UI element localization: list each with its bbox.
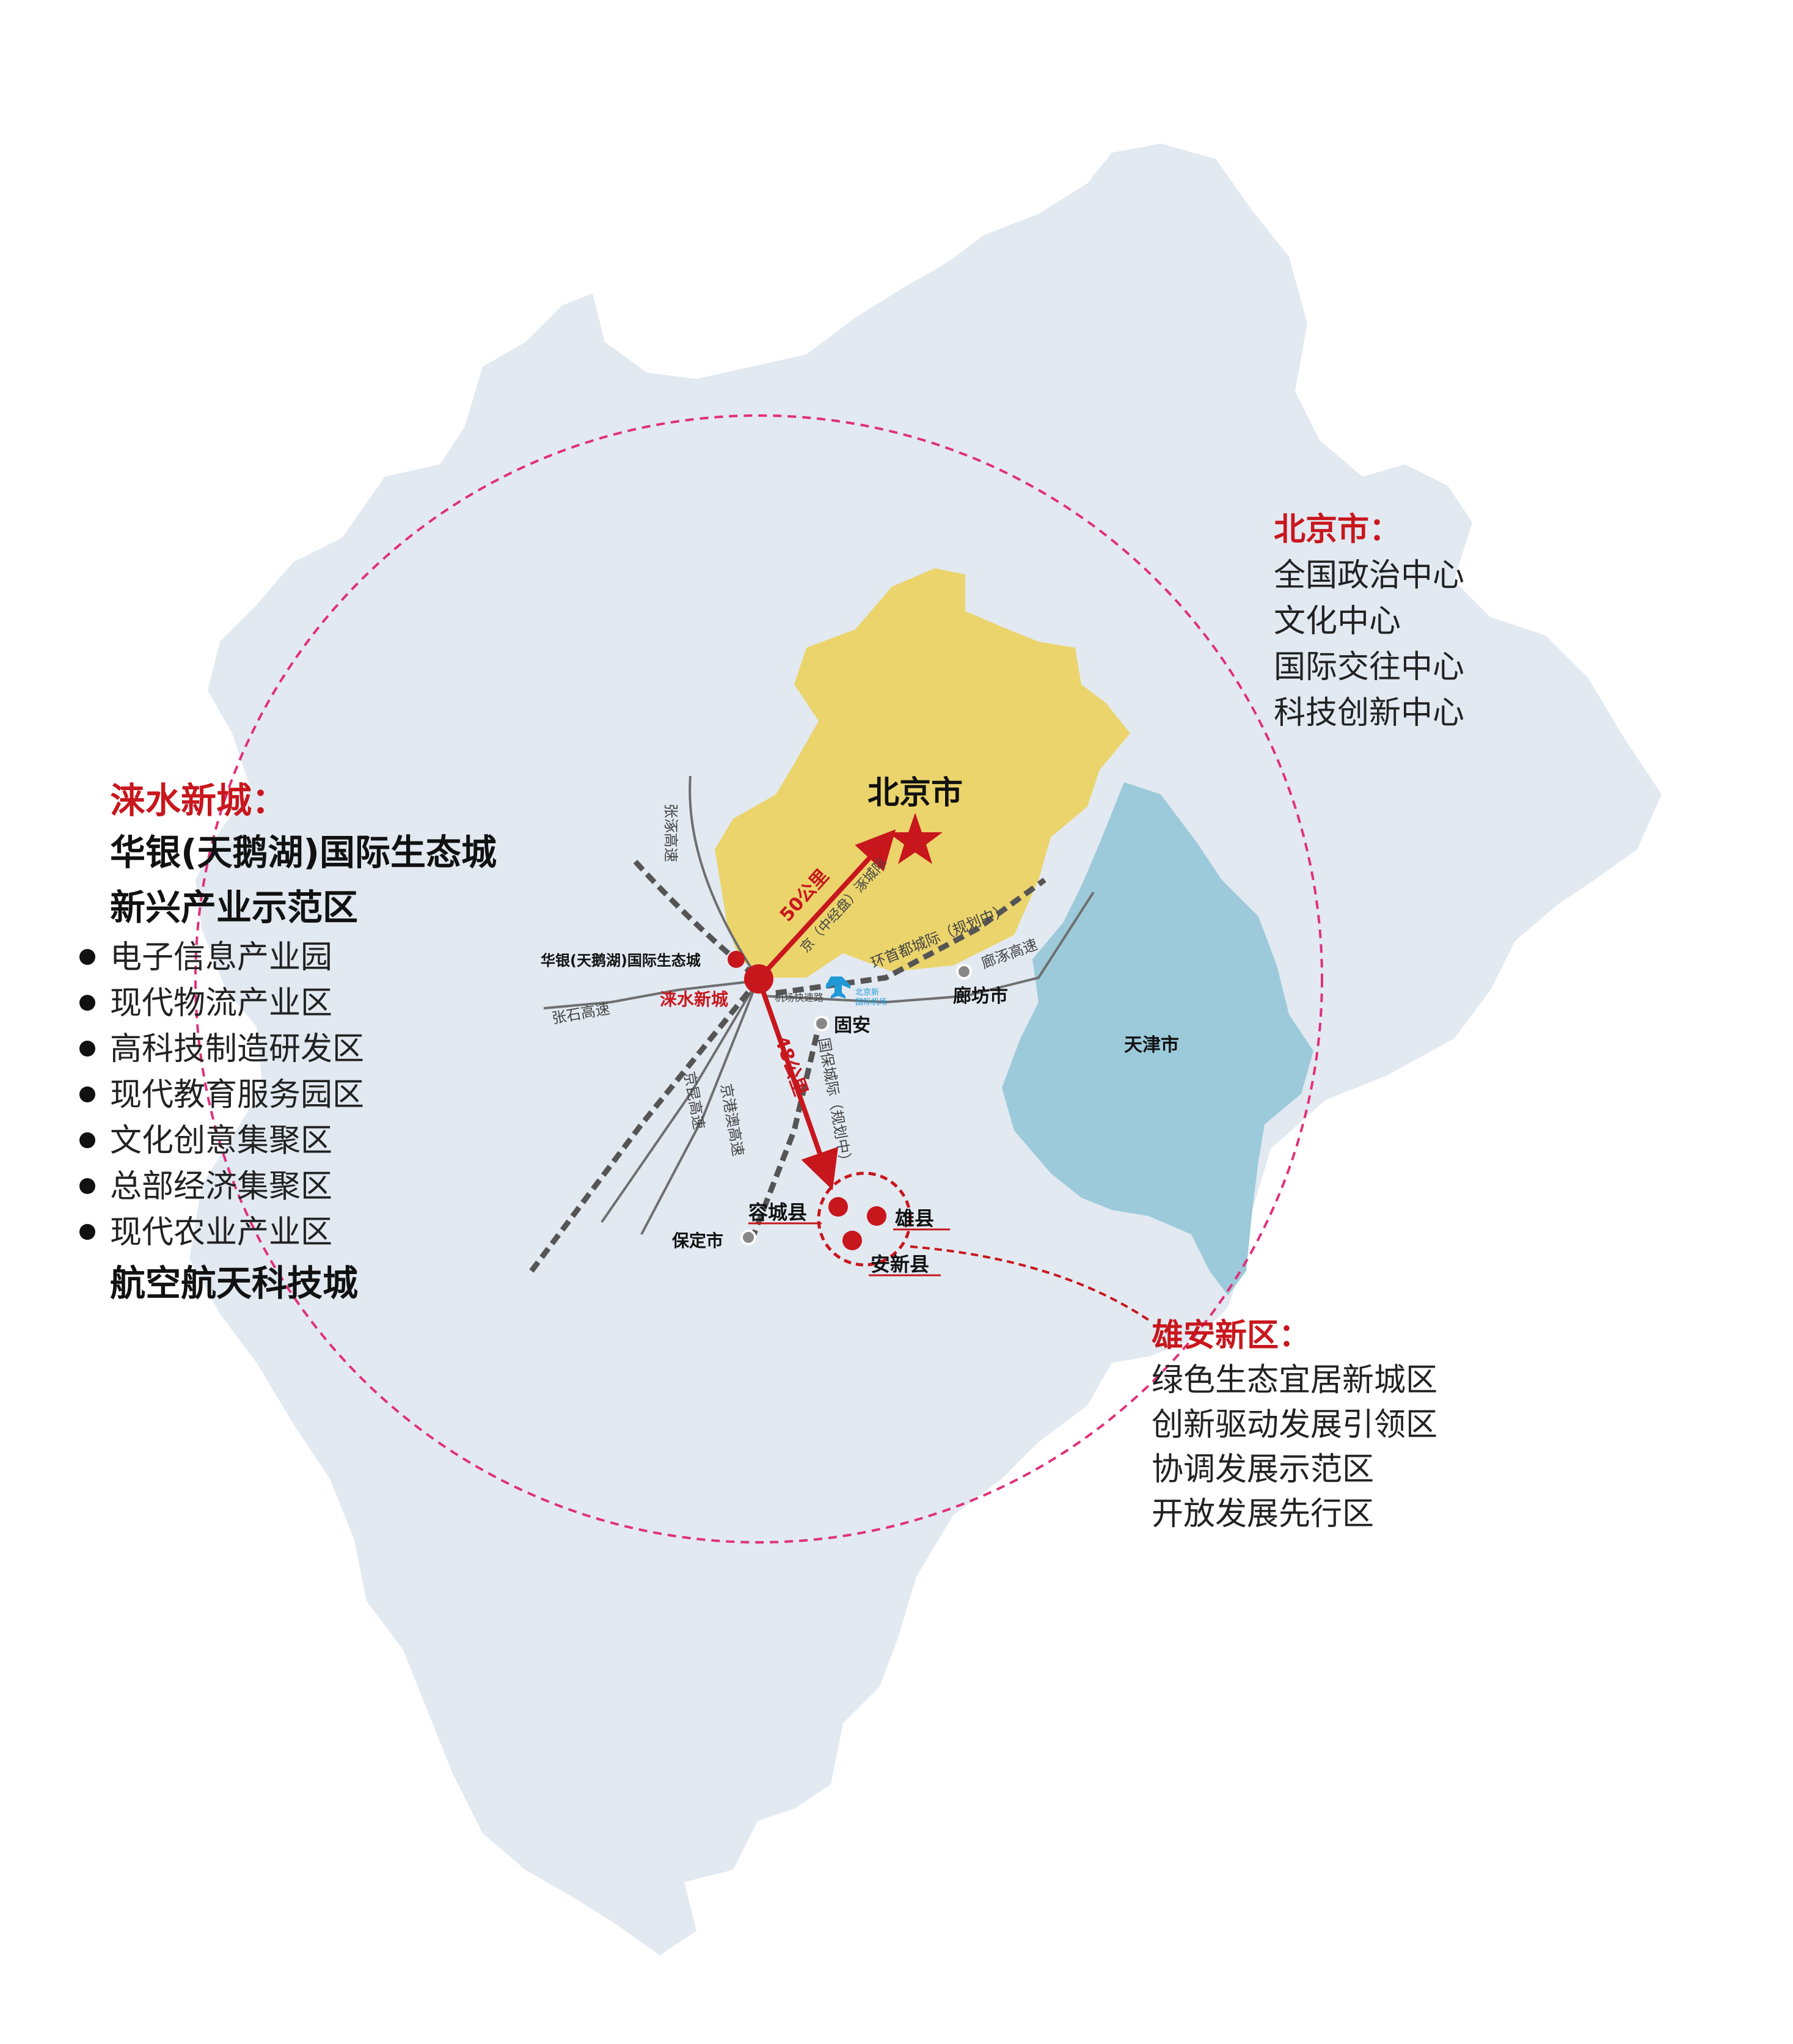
rail-baoding [529, 979, 760, 1273]
label-laishui: 涞水新城 [660, 989, 728, 1009]
label-gu-an: 固安 [834, 1015, 871, 1036]
beijing-panel-title: 北京市： [1274, 511, 1401, 548]
bullet-dot-icon [79, 1132, 95, 1148]
bullet-dot-icon [79, 1178, 95, 1194]
xiongan-ring [817, 1171, 912, 1267]
bullet-dot-icon [79, 1041, 95, 1057]
beijing-panel-line: 文化中心 [1274, 603, 1401, 640]
laishui-bullet: 现代教育服务园区 [79, 1072, 497, 1118]
road-zhangzhuo [688, 775, 759, 979]
radius-ring [194, 414, 1323, 1544]
langfang-marker [956, 964, 972, 980]
baoding-marker [740, 1229, 756, 1245]
label-baoding: 保定市 [672, 1231, 723, 1251]
label-langfang: 廊坊市 [953, 986, 1008, 1007]
label-airport-2: 国际机场 [855, 998, 887, 1007]
xiongan-panel-line: 创新驱动发展引领区 [1152, 1407, 1438, 1443]
bullet-dot-icon [79, 949, 95, 965]
airport-icon [826, 976, 850, 998]
laishui-heading-aerospace: 航空航天科技城 [110, 1262, 359, 1304]
label-road-zhangzhuo: 张涿高速 [662, 804, 679, 862]
xiongan-connector [910, 1245, 1150, 1321]
bullet-dot-icon [79, 995, 95, 1011]
label-airport-1: 北京新 [855, 987, 879, 997]
beijing-panel-line: 科技创新中心 [1274, 695, 1465, 731]
gu-an-marker [814, 1016, 830, 1031]
beijing-shape [715, 568, 1130, 978]
beijing-info-panel: 北京市： 全国政治中心 文化中心 国际交往中心 科技创新中心 [1274, 507, 1464, 736]
road-langzhuo [763, 891, 1095, 1004]
laishui-bullet: 现代农业产业区 [79, 1210, 497, 1256]
laishui-bullet: 总部经济集聚区 [79, 1164, 497, 1210]
arrow-to-beijing [757, 829, 896, 981]
laishui-marker [744, 964, 773, 994]
huayin-marker [728, 951, 745, 968]
arrow-to-xiongan [756, 978, 838, 1190]
xiongan-panel-line: 开放发展先行区 [1152, 1496, 1375, 1533]
label-airport-road: 机场快速路 [775, 992, 823, 1003]
laishui-info-panel: 涞水新城： 华银(天鹅湖)国际生态城 新兴产业示范区 电子信息产业园 现代物流产… [79, 776, 497, 1311]
road-jingkun [601, 980, 759, 1223]
xiongan-panel-title: 雄安新区： [1152, 1317, 1311, 1354]
bullet-dot-icon [79, 1086, 95, 1102]
beijing-panel-line: 全国政治中心 [1274, 557, 1465, 594]
beijing-star-icon [888, 813, 943, 864]
xiongan-panel-line: 协调发展示范区 [1152, 1451, 1375, 1488]
road-jinggang [640, 980, 759, 1235]
road-zhangshi [543, 980, 758, 1009]
xiongan-info-panel: 雄安新区： 绿色生态宜居新城区 创新驱动发展引领区 协调发展示范区 开放发展先行… [1152, 1314, 1437, 1537]
rongcheng-marker [828, 1197, 848, 1217]
highway-network [543, 775, 1095, 1235]
laishui-bullet: 高科技制造研发区 [79, 1027, 497, 1072]
rail-jingzhong [633, 859, 759, 980]
region-shape [189, 144, 1662, 1955]
label-anxin: 安新县 [871, 1253, 929, 1276]
xiongan-panel-line: 绿色生态宜居新城区 [1152, 1362, 1438, 1399]
xiongxian-marker [867, 1206, 886, 1226]
label-xiongxian: 雄县 [895, 1207, 934, 1230]
anxin-marker [842, 1231, 862, 1250]
laishui-heading-industry: 新兴产业示范区 [110, 887, 359, 928]
label-huayin: 华银(天鹅湖)国际生态城 [541, 952, 701, 969]
laishui-bullet: 现代物流产业区 [79, 981, 497, 1027]
beijing-panel-line: 国际交往中心 [1274, 649, 1465, 686]
label-tianjin: 天津市 [1124, 1035, 1179, 1056]
label-rongcheng: 容城县 [748, 1201, 807, 1224]
laishui-bullet: 电子信息产业园 [79, 935, 497, 981]
laishui-heading-eco-city: 华银(天鹅湖)国际生态城 [110, 832, 497, 873]
laishui-bullet: 文化创意集聚区 [79, 1118, 497, 1164]
rail-guobao [748, 1025, 822, 1242]
tianjin-shape [1002, 782, 1313, 1295]
laishui-panel-title: 涞水新城： [110, 780, 288, 821]
label-beijing: 北京市 [867, 775, 963, 811]
bullet-dot-icon [79, 1224, 95, 1240]
